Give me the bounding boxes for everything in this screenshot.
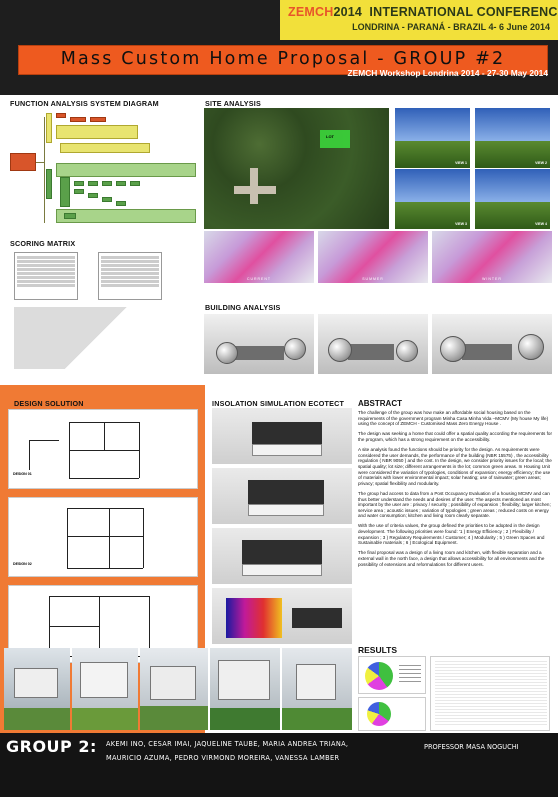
function-analysis-heading: FUNCTION ANALYSIS SYSTEM DIAGRAM — [10, 99, 159, 108]
diagram-node — [56, 209, 196, 223]
diagram-node — [90, 117, 106, 122]
diagram-node — [60, 143, 150, 153]
lot-highlight — [320, 130, 350, 148]
site-analysis-heading: SITE ANALYSIS — [205, 99, 261, 108]
site-aerial-photo: LOT — [204, 108, 389, 229]
diagram-branch-node — [46, 113, 52, 143]
insolation-render-2 — [212, 468, 352, 524]
3d-render-3 — [140, 648, 208, 730]
heat-map-current: CURRENT — [204, 231, 314, 283]
conference-banner: ZEMCH2014 INTERNATIONAL CONFERENCE LONDR… — [280, 0, 558, 40]
abstract-paragraph: The challenge of the group was how make … — [358, 410, 549, 427]
diagram-node — [56, 113, 66, 118]
group-label: GROUP 2: — [6, 737, 97, 756]
abstract-paragraph: With the use of criteria values, the gro… — [358, 523, 545, 546]
scoring-legend-table — [14, 252, 78, 300]
abstract-paragraph: The final proposal was a design of a liv… — [358, 550, 545, 567]
results-table — [430, 656, 550, 731]
3d-render-2 — [72, 648, 138, 730]
diagram-node — [56, 125, 138, 139]
abstract-paragraph: A site analysis found the functions shou… — [358, 447, 552, 486]
diagram-node — [88, 193, 98, 198]
diagram-root-node — [10, 153, 36, 171]
building-render-1 — [204, 314, 314, 374]
heat-map-summer: SUMMER — [318, 231, 428, 283]
diagram-node — [64, 213, 76, 219]
building-analysis-heading: BUILDING ANALYSIS — [205, 303, 281, 312]
design-solution-heading: DESIGN SOLUTION — [14, 399, 84, 408]
design-label: DESIGN 02 — [13, 562, 32, 566]
insolation-render-1 — [212, 408, 352, 464]
design-plan-1: DESIGN 01 — [8, 409, 198, 489]
results-pie-chart-1 — [358, 656, 426, 694]
title-bar: Mass Custom Home Proposal - GROUP #2 — [18, 45, 548, 75]
abstract-paragraph: The group had access to data from a Post… — [358, 490, 551, 519]
abstract-text: The challenge of the group was how make … — [358, 410, 553, 572]
diagram-node — [116, 201, 126, 206]
abstract-heading: ABSTRACT — [358, 399, 402, 408]
site-photo-view-1: VIEW 1 — [395, 108, 470, 168]
insolation-render-4 — [212, 588, 352, 644]
view-label: VIEW 4 — [535, 222, 547, 226]
building-render-2 — [318, 314, 428, 374]
site-photo-view-4: VIEW 4 — [475, 169, 550, 229]
diagram-branch-node — [46, 169, 52, 199]
lot-label: LOT — [326, 134, 334, 139]
workshop-subtitle: ZEMCH Workshop Londrina 2014 - 27-30 May… — [347, 68, 548, 78]
diagram-node — [130, 181, 140, 186]
heat-map-winter: WINTER — [432, 231, 552, 283]
site-photo-view-2: VIEW 2 — [475, 108, 550, 168]
scoring-matrix-grid — [14, 307, 178, 369]
conf-prefix: ZEMCH — [288, 5, 334, 19]
conf-title: INTERNATIONAL CONFERENCE — [369, 5, 558, 19]
results-heading: RESULTS — [358, 645, 398, 655]
heat-label: SUMMER — [362, 277, 384, 281]
page-title: Mass Custom Home Proposal - GROUP #2 — [60, 49, 506, 69]
diagram-node — [88, 181, 98, 186]
view-label: VIEW 1 — [455, 161, 467, 165]
abstract-paragraph: The design was seeking a home that could… — [358, 431, 552, 442]
diagram-node — [102, 181, 112, 186]
scoring-weights-table — [98, 252, 162, 300]
view-label: VIEW 2 — [535, 161, 547, 165]
design-label: DESIGN 01 — [13, 472, 32, 476]
diagram-node — [74, 189, 84, 194]
diagram-node — [102, 197, 112, 202]
diagram-node — [70, 117, 86, 122]
conf-year: 2014 — [333, 5, 363, 19]
diagram-node — [116, 181, 126, 186]
insolation-heading: INSOLATION SIMULATION ECOTECT — [212, 399, 345, 408]
team-names-line-2: MAURICIO AZUMA, PEDRO VIRMOND MOREIRA, V… — [106, 754, 340, 762]
footer — [0, 733, 558, 797]
3d-render-1 — [4, 648, 70, 730]
professor-name: PROFESSOR MASA NOGUCHI — [424, 743, 519, 751]
scoring-matrix-heading: SCORING MATRIX — [10, 239, 76, 248]
heat-label: CURRENT — [246, 277, 272, 281]
building-render-3 — [432, 314, 552, 374]
3d-render-4 — [210, 648, 280, 730]
conf-location: LONDRINA - PARANÁ - BRAZIL 4- 6 June 201… — [352, 22, 550, 32]
diagram-node — [56, 163, 196, 177]
view-label: VIEW 3 — [455, 222, 467, 226]
design-plan-2: DESIGN 02 — [8, 497, 198, 577]
diagram-node — [74, 181, 84, 186]
site-photo-view-3: VIEW 3 — [395, 169, 470, 229]
function-diagram — [8, 109, 198, 229]
team-names-line-1: AKEMI INO, CESAR IMAI, JAQUELINE TAUBE, … — [106, 740, 349, 748]
results-pie-chart-2 — [358, 697, 426, 731]
upper-panel: FUNCTION ANALYSIS SYSTEM DIAGRAM SCORING… — [0, 95, 558, 385]
diagram-node — [60, 177, 70, 207]
3d-render-5 — [282, 648, 352, 730]
heat-label: WINTER — [482, 277, 502, 281]
insolation-render-3 — [212, 528, 352, 584]
